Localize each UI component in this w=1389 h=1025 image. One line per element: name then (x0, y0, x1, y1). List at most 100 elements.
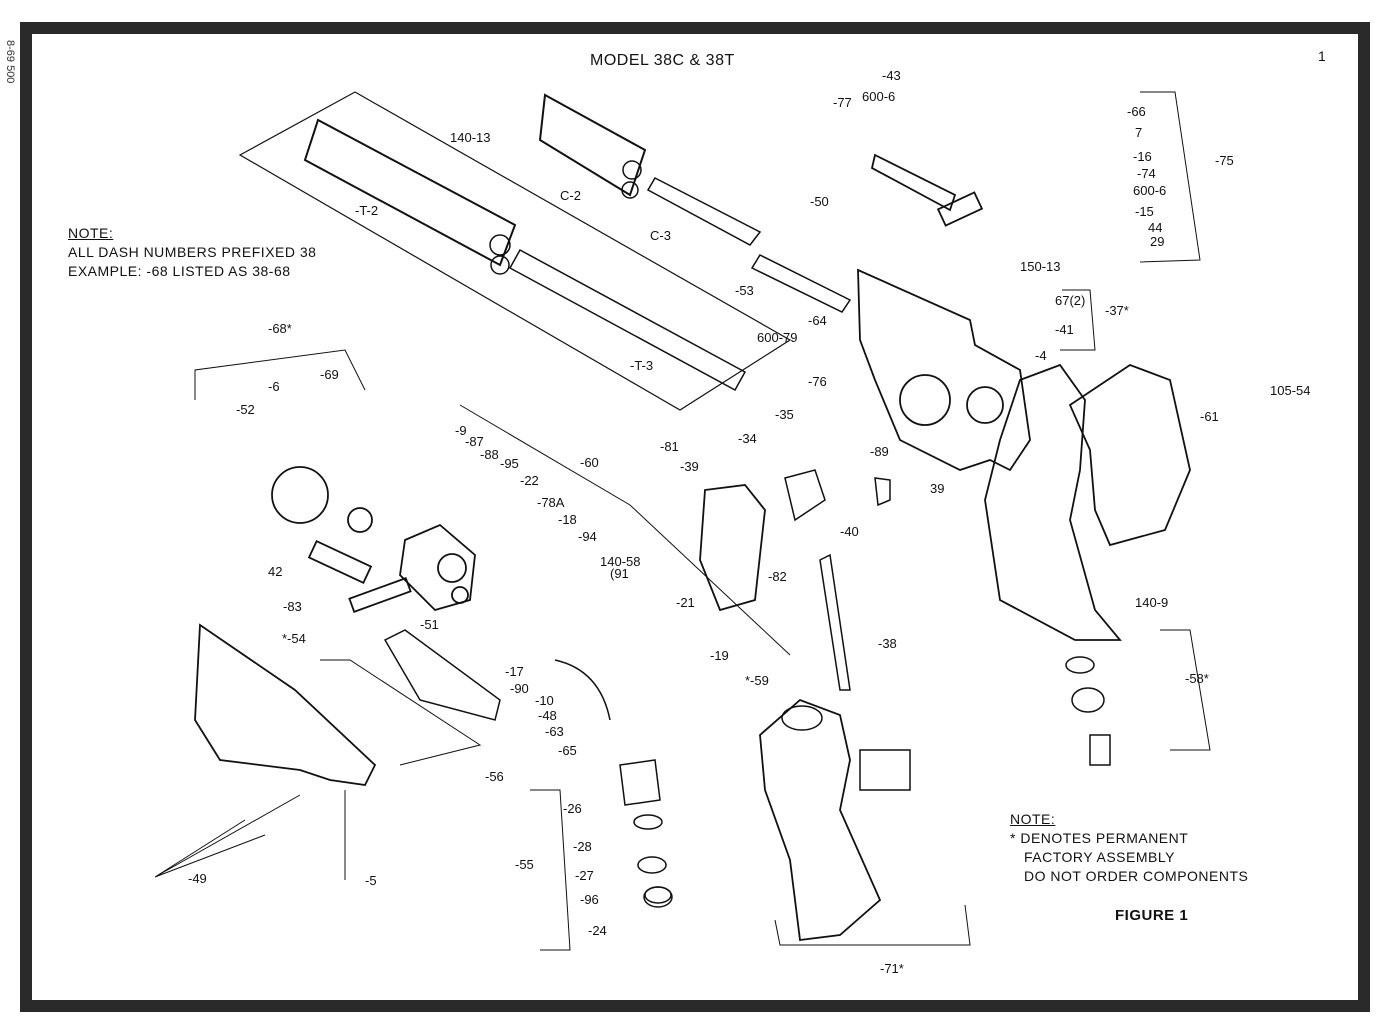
barrel-t2 (238, 91, 792, 411)
part-label: -65 (558, 743, 577, 758)
part-label: 140-58 (600, 554, 640, 569)
part-label: -10 (535, 693, 554, 708)
note-left: NOTE: ALL DASH NUMBERS PREFIXED 38 EXAMP… (68, 224, 316, 281)
part-label: -82 (768, 569, 787, 584)
part-label: -56 (485, 769, 504, 784)
part-label: 44 (1148, 220, 1162, 235)
note-right-line2: FACTORY ASSEMBLY (1024, 849, 1175, 865)
part-label: -88 (480, 447, 499, 462)
note-right-line3: DO NOT ORDER COMPONENTS (1024, 868, 1249, 884)
part-label: -60 (580, 455, 599, 470)
part-label: -48 (538, 708, 557, 723)
part-label: -27 (575, 868, 594, 883)
part-label: -T-3 (630, 358, 653, 373)
part-label: -5 (365, 873, 377, 888)
part-label: -51 (420, 617, 439, 632)
part-label: -64 (808, 313, 827, 328)
part-label: -4 (1035, 348, 1047, 363)
part-label: -24 (588, 923, 607, 938)
part-label: -90 (510, 681, 529, 696)
part-label: -43 (882, 68, 901, 83)
part-label: (91 (610, 566, 629, 581)
grip-panel-71 (759, 698, 882, 942)
rod-48 (554, 659, 611, 721)
part-label: 29 (1150, 234, 1164, 249)
note-right: NOTE: * DENOTES PERMANENT FACTORY ASSEMB… (1010, 810, 1248, 886)
part-label: -52 (236, 402, 255, 417)
page-mark: 1 (1318, 48, 1327, 64)
part-label: 42 (268, 564, 282, 579)
part-label: -94 (578, 529, 597, 544)
note-left-line1: ALL DASH NUMBERS PREFIXED 38 (68, 244, 317, 260)
barrel-tube-t3 (508, 248, 747, 392)
part-label: -9 (455, 423, 467, 438)
frame-assembly (857, 153, 1031, 472)
part-label: -61 (1200, 409, 1219, 424)
part-label: -69 (320, 367, 339, 382)
part-label: -T-2 (355, 203, 378, 218)
grip-panel-61 (1068, 363, 1191, 547)
part-label: -77 (833, 95, 852, 110)
note-right-heading: NOTE: (1010, 811, 1056, 827)
part-label: -87 (465, 434, 484, 449)
part-label: -38 (878, 636, 897, 651)
part-label: -37* (1105, 303, 1129, 318)
part-label: -75 (1215, 153, 1234, 168)
note-left-heading: NOTE: (68, 225, 114, 241)
grip-frame (984, 363, 1122, 641)
part-label: -17 (505, 664, 524, 679)
part-label: -95 (500, 456, 519, 471)
part-label: -78A (537, 495, 565, 510)
note-left-line2: EXAMPLE: -68 LISTED AS 38-68 (68, 263, 291, 279)
part-label: 105-54 (1270, 383, 1310, 398)
part-label: -19 (710, 648, 729, 663)
part-label: -53 (735, 283, 754, 298)
part-label: -18 (558, 512, 577, 527)
part-label: -34 (738, 431, 757, 446)
side-plate (194, 623, 377, 786)
part-label: -16 (1133, 149, 1152, 164)
part-label: -39 (680, 459, 699, 474)
part-label: -58* (1185, 671, 1209, 686)
part-label: -83 (283, 599, 302, 614)
part-label: 140-13 (450, 130, 490, 145)
figure-label: FIGURE 1 (1115, 907, 1189, 924)
part-label: *-54 (282, 631, 306, 646)
part-label: *-59 (745, 673, 769, 688)
block-part (859, 749, 911, 791)
part-label: -68* (268, 321, 292, 336)
hand-40 (874, 477, 891, 507)
part-label: 150-13 (1020, 259, 1060, 274)
part-label: -81 (660, 439, 679, 454)
group-brackets (154, 91, 1211, 951)
part-label: -35 (775, 407, 794, 422)
part-label: -50 (810, 194, 829, 209)
part-label: 7 (1135, 125, 1142, 140)
page-title: MODEL 38C & 38T (590, 52, 735, 69)
drawing-border (20, 22, 1370, 1012)
part-label: -89 (870, 444, 889, 459)
part-label: -28 (573, 839, 592, 854)
cylinder-assembly (271, 466, 476, 613)
part-label: -49 (188, 871, 207, 886)
part-label: 67(2) (1055, 293, 1085, 308)
plunger-26 (619, 759, 661, 806)
part-label: -74 (1137, 166, 1156, 181)
part-label: -40 (840, 524, 859, 539)
note-right-line1: * DENOTES PERMANENT (1010, 830, 1189, 846)
part-label: 39 (930, 481, 944, 496)
rod-53 (750, 254, 852, 313)
part-label: 600-6 (1133, 183, 1166, 198)
part-label: C-2 (560, 188, 581, 203)
hammer (699, 484, 766, 612)
part-label: -71* (880, 961, 904, 976)
part-label: C-3 (650, 228, 671, 243)
barrel-c2 (538, 93, 762, 246)
trigger-34 (784, 469, 826, 522)
part-label: -15 (1135, 204, 1154, 219)
spring-38 (819, 553, 851, 691)
part-label: -66 (1127, 104, 1146, 119)
part-label: -55 (515, 857, 534, 872)
part-label: -26 (563, 801, 582, 816)
